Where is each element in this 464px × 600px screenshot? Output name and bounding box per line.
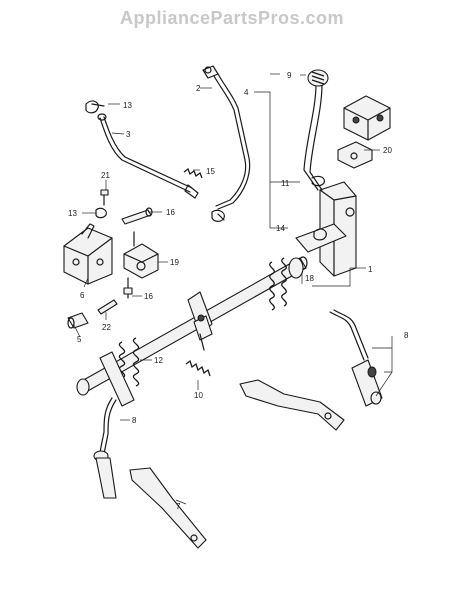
part-lower-lever-center	[239, 379, 345, 431]
callout-1: 1	[368, 265, 373, 274]
part-link-8-right	[329, 309, 383, 407]
callout-9: 9	[287, 71, 292, 80]
callout-8-right: 8	[404, 331, 409, 340]
part-bracket-20	[337, 141, 373, 169]
part-clip-13-upper	[85, 100, 105, 114]
callout-19: 19	[170, 258, 179, 267]
callout-5: 5	[77, 335, 82, 344]
part-center-arm	[187, 291, 213, 351]
callout-11: 11	[281, 179, 290, 188]
callout-4: 4	[244, 88, 249, 97]
part-lever-1	[295, 181, 357, 277]
callout-16-upper: 16	[166, 208, 175, 217]
callout-15: 15	[206, 167, 215, 176]
callout-10: 10	[194, 391, 203, 400]
callout-20: 20	[383, 146, 392, 155]
part-rod-2	[202, 65, 251, 210]
callout-13-upper: 13	[123, 101, 132, 110]
callout-8-left: 8	[132, 416, 137, 425]
callout-14: 14	[276, 224, 285, 233]
callout-3: 3	[126, 130, 131, 139]
callout-18: 18	[305, 274, 314, 283]
callout-2: 2	[196, 84, 201, 93]
callout-13-lower: 13	[68, 209, 77, 218]
part-lever-7	[129, 467, 207, 549]
callout-16-lower: 16	[144, 292, 153, 301]
part-pin-16-lower	[123, 277, 133, 299]
part-bracket-19	[123, 231, 159, 279]
part-bolt-21	[100, 189, 109, 206]
part-mount-bracket	[343, 95, 391, 141]
callout-6: 6	[80, 291, 85, 300]
callout-21: 21	[101, 171, 110, 180]
callout-labels: 13 3 2 15 21 13 16 19 16 6 22 5 12 10 8 …	[68, 71, 409, 511]
part-bushing-5	[67, 312, 89, 329]
callout-22: 22	[102, 323, 111, 332]
part-pin-16-upper	[121, 207, 153, 225]
site-watermark: AppliancePartsPros.com	[119, 8, 345, 28]
part-clip-11	[311, 175, 325, 187]
part-shift-rod-4	[303, 69, 329, 191]
callout-7: 7	[176, 502, 181, 511]
part-spring-15	[183, 167, 203, 179]
part-pin-22	[97, 299, 118, 315]
part-cross-shaft	[76, 256, 308, 396]
part-clip-13-lower	[95, 207, 107, 219]
callout-12: 12	[154, 356, 163, 365]
part-spring-12	[99, 337, 140, 407]
part-rod-3	[97, 113, 199, 199]
leader-lines	[73, 73, 393, 505]
part-spring-10	[185, 359, 211, 377]
part-bracket-6	[63, 223, 113, 285]
part-clip-14	[313, 228, 327, 241]
part-clip-near-rod	[211, 209, 225, 222]
part-link-8-left	[93, 397, 117, 499]
part-spring-18	[269, 257, 287, 311]
